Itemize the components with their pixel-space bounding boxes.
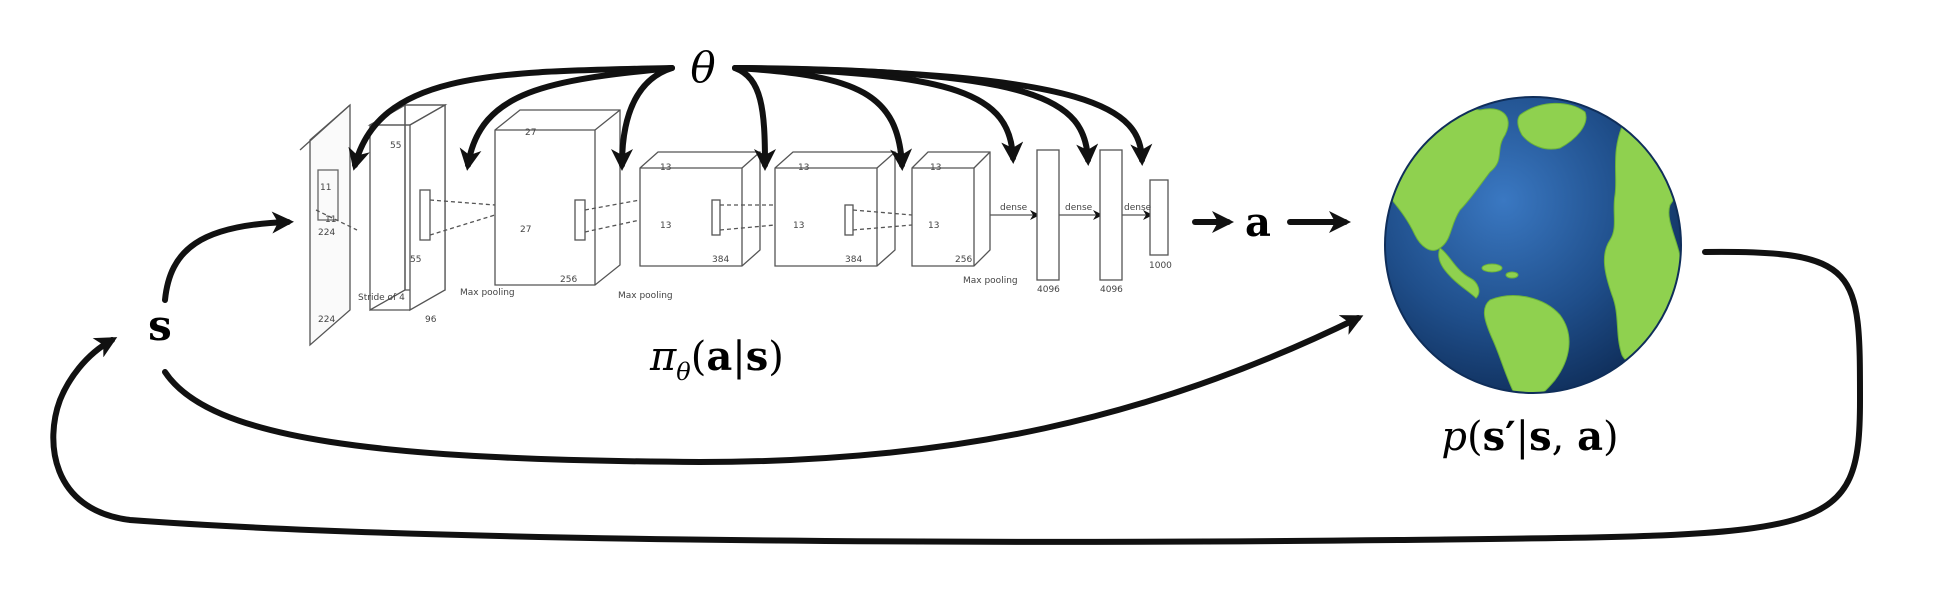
policy-formula-text: πθ(a|s) — [649, 333, 784, 386]
num-11: 11 — [320, 183, 331, 193]
conv2-layer — [494, 109, 641, 286]
num-13f: 13 — [928, 221, 939, 231]
dynamics-formula-text: p(s′|s, a) — [1441, 413, 1618, 460]
num-55b: 55 — [410, 255, 421, 265]
num-27b: 27 — [520, 225, 531, 235]
stride-label: Stride of 4 — [358, 293, 405, 303]
num-96: 96 — [425, 315, 437, 325]
maxpool-label-2: Max pooling — [618, 291, 673, 301]
world-to-state-loop-arrow — [50, 248, 1864, 545]
num-384b: 384 — [845, 255, 862, 265]
num-13b: 13 — [660, 221, 671, 231]
num-27: 27 — [525, 128, 536, 138]
num-1000: 1000 — [1149, 261, 1172, 271]
world-globe — [1384, 96, 1682, 394]
input-layer — [299, 103, 358, 347]
num-224: 224 — [318, 228, 335, 238]
num-224b: 224 — [318, 315, 335, 325]
state-to-policy-arrow — [162, 211, 294, 303]
num-4096: 4096 — [1037, 285, 1060, 295]
policy-network — [299, 103, 1169, 347]
dense-label-2: dense — [1065, 203, 1093, 213]
state-label: s — [148, 301, 172, 350]
conv4-layer — [774, 151, 913, 267]
dynamics-formula: p(s′|s, a) — [1441, 413, 1618, 460]
flow-arrows — [50, 211, 1864, 545]
dense-label-3: dense — [1124, 203, 1152, 213]
num-256: 256 — [560, 275, 577, 285]
action-label: a — [1245, 199, 1271, 246]
dense-label-1: dense — [1000, 203, 1028, 213]
dense-layers — [1036, 149, 1169, 281]
maxpool-label-3: Max pooling — [963, 276, 1018, 286]
network-annotations: Stride of 4 Max pooling Max pooling Max … — [318, 128, 1172, 325]
state-to-world-arrow — [162, 315, 1364, 466]
num-11b: 11 — [325, 215, 336, 225]
conv1-layer — [367, 103, 496, 312]
conv5-layer — [911, 151, 1040, 267]
num-384: 384 — [712, 255, 729, 265]
num-256b: 256 — [955, 255, 972, 265]
num-13c: 13 — [798, 163, 809, 173]
theta-label: θ — [690, 43, 715, 92]
policy-formula: πθ(a|s) — [649, 333, 784, 386]
num-13d: 13 — [793, 221, 804, 231]
num-13: 13 — [660, 163, 671, 173]
num-13e: 13 — [930, 163, 941, 173]
maxpool-label-1: Max pooling — [460, 288, 515, 298]
num-4096b: 4096 — [1100, 285, 1123, 295]
theta-arrows — [348, 65, 1153, 171]
num-55: 55 — [390, 141, 401, 151]
